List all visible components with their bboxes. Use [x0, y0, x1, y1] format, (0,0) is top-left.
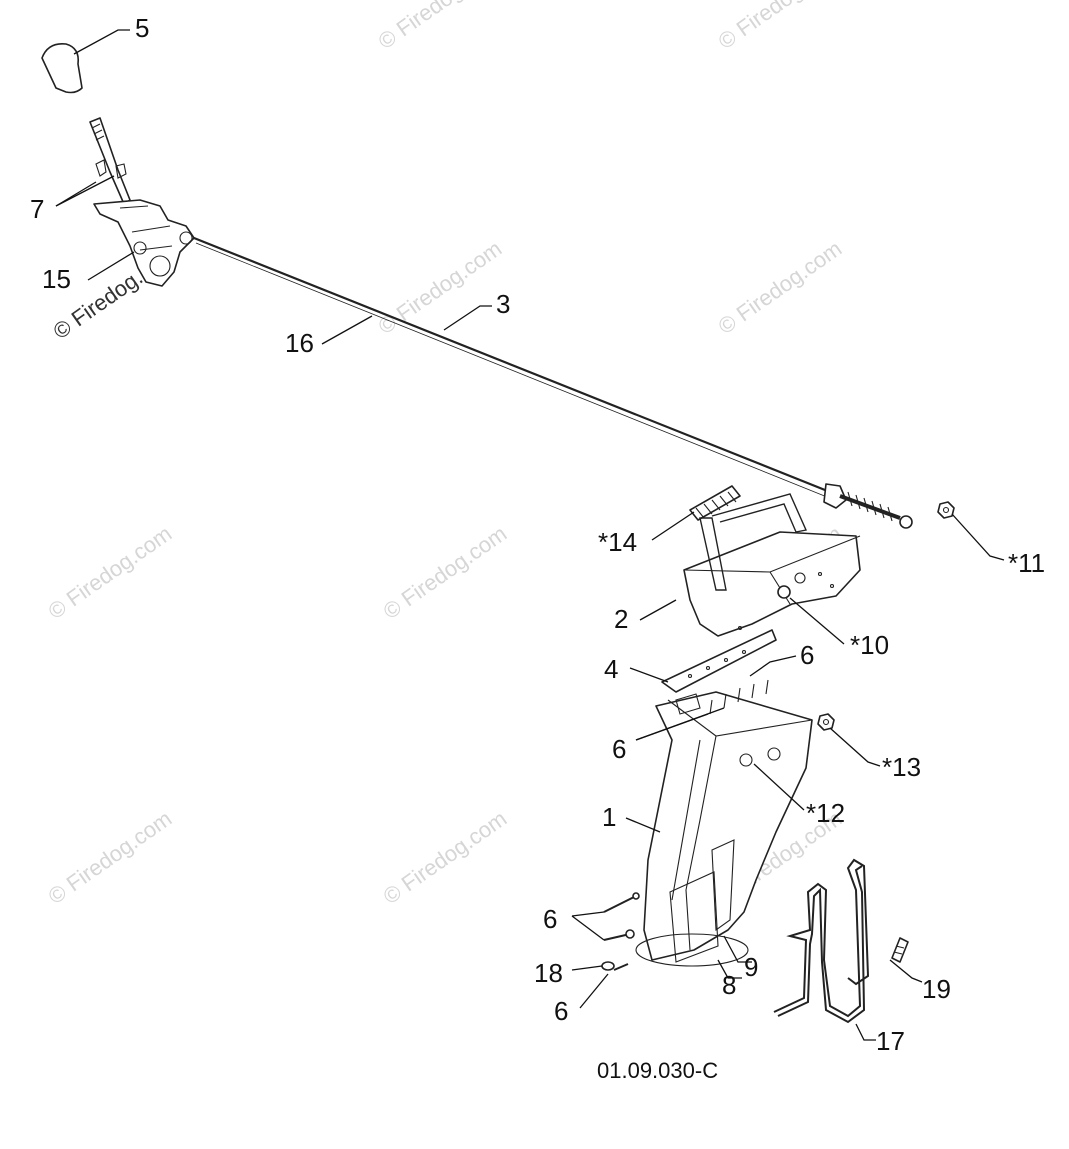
label-part-6-left: 6: [612, 734, 626, 764]
label-part-18: 18: [534, 958, 563, 988]
label-part-6-bottom: 6: [554, 996, 568, 1026]
label-part-5: 5: [135, 13, 149, 43]
watermark: © Firedog.com: [714, 236, 847, 339]
watermark: © Firedog.com: [44, 521, 177, 624]
plate-part-4: [661, 629, 777, 693]
spring-part-14: [689, 485, 741, 521]
label-part-2: 2: [614, 604, 628, 634]
label-part-3: 3: [496, 289, 510, 319]
watermark: © Firedog.com: [44, 806, 177, 909]
watermark: © Firedog.com: [714, 0, 847, 54]
nut-part-13: [817, 713, 835, 731]
watermark: © Firedog.com: [374, 236, 507, 339]
spring-part-19: [891, 937, 909, 963]
label-part-7: 7: [30, 194, 44, 224]
cable-part-16: [193, 236, 913, 529]
part-labels: 5 7 15 16 3 *14 *11 2 *10 4 6 6 *13 *12 …: [30, 13, 1045, 1083]
deflector-part-2: [683, 493, 861, 637]
rod-part-17: [773, 858, 870, 1024]
label-part-4: 4: [604, 654, 618, 684]
watermark: © Firedog.com: [379, 521, 512, 624]
shift-bracket-part-15: [93, 199, 195, 287]
watermark: © Firedog.com: [379, 806, 512, 909]
knob-part-5: [41, 42, 83, 94]
label-part-15: 15: [42, 264, 71, 294]
bolt-part-10: [777, 585, 791, 599]
label-part-6-top: 6: [800, 640, 814, 670]
label-part-14: *14: [598, 527, 637, 557]
washer-part-18: [601, 961, 629, 971]
leader-lines: [55, 29, 1005, 1041]
label-part-9: 9: [744, 952, 758, 982]
shift-lever-part: [89, 117, 131, 205]
label-part-12: *12: [806, 798, 845, 828]
label-part-16: 16: [285, 328, 314, 358]
fasteners-part-6: [603, 892, 640, 941]
label-part-13: *13: [882, 752, 921, 782]
label-part-17: 17: [876, 1026, 905, 1056]
label-part-11: *11: [1008, 548, 1045, 578]
label-part-19: 19: [922, 974, 951, 1004]
watermark: © Firedog.com: [374, 0, 507, 54]
diagram-code: 01.09.030-C: [597, 1058, 718, 1083]
label-part-1: 1: [602, 802, 616, 832]
chute-part-1: [635, 679, 813, 967]
label-part-8: 8: [722, 970, 736, 1000]
label-part-10: *10: [850, 630, 889, 660]
nut-part-11: [937, 501, 955, 519]
label-part-6-lower: 6: [543, 904, 557, 934]
